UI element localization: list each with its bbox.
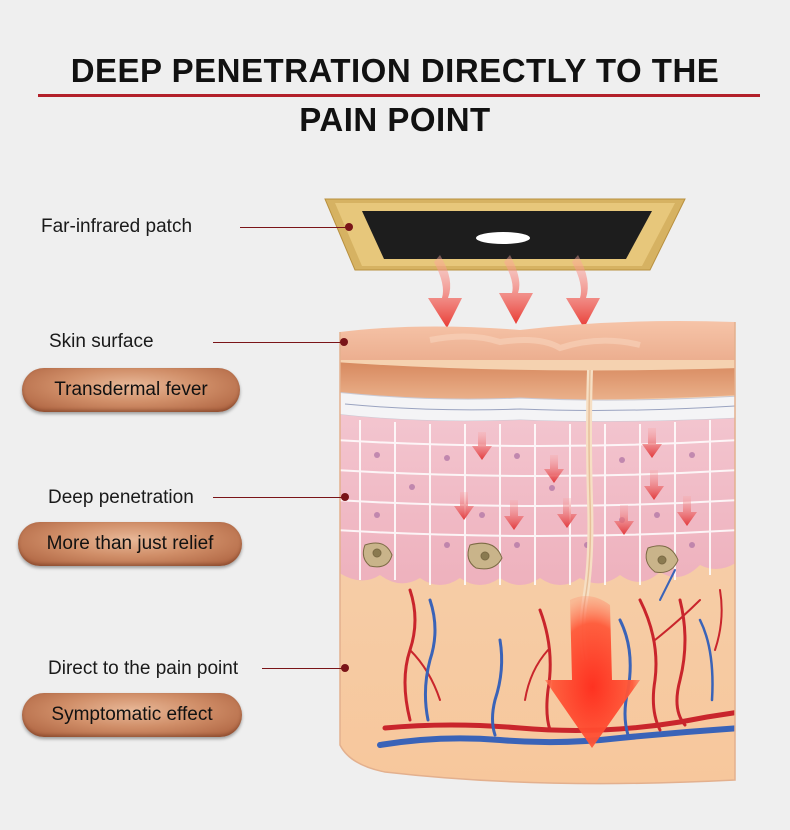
leader-line-direct xyxy=(262,668,344,669)
badge-symptomatic-effect: Symptomatic effect xyxy=(22,693,242,737)
heat-arrow-middle xyxy=(499,255,533,324)
far-infrared-patch xyxy=(324,198,686,271)
leader-line-patch xyxy=(240,227,348,228)
label-deep-penetration: Deep penetration xyxy=(48,487,194,508)
pigment-cells xyxy=(362,542,679,573)
leader-dot-skin-surface xyxy=(340,338,348,346)
heat-arrow-right xyxy=(566,255,600,328)
membrane-layer xyxy=(340,391,735,423)
leader-line-deep-penetration xyxy=(213,497,345,498)
heat-arrow-left xyxy=(428,255,462,328)
title-underline xyxy=(38,94,760,97)
heat-arrows xyxy=(428,255,600,328)
label-far-infrared-patch: Far-infrared patch xyxy=(41,216,193,237)
leader-line-skin-surface xyxy=(213,342,343,343)
badge-transdermal-fever: Transdermal fever xyxy=(22,368,240,412)
skin-surface-top xyxy=(340,321,735,372)
badge-more-than-relief: More than just relief xyxy=(18,522,242,566)
leader-dot-direct xyxy=(341,664,349,672)
page-title-line-1: DEEP PENETRATION DIRECTLY TO THE xyxy=(70,52,720,89)
leader-dot-deep-penetration xyxy=(341,493,349,501)
cell-layer xyxy=(340,414,735,585)
page-title-line-2: PAIN POINT xyxy=(299,101,491,138)
epidermis-layer xyxy=(340,362,735,400)
label-direct-to-pain-point: Direct to the pain point xyxy=(48,658,239,679)
patch-center-spot xyxy=(476,232,530,244)
leader-dot-patch xyxy=(345,223,353,231)
blood-vessels xyxy=(377,569,735,748)
deep-penetration-arrow xyxy=(545,596,640,748)
label-skin-surface: Skin surface xyxy=(49,331,154,352)
small-heat-arrows xyxy=(454,428,697,535)
